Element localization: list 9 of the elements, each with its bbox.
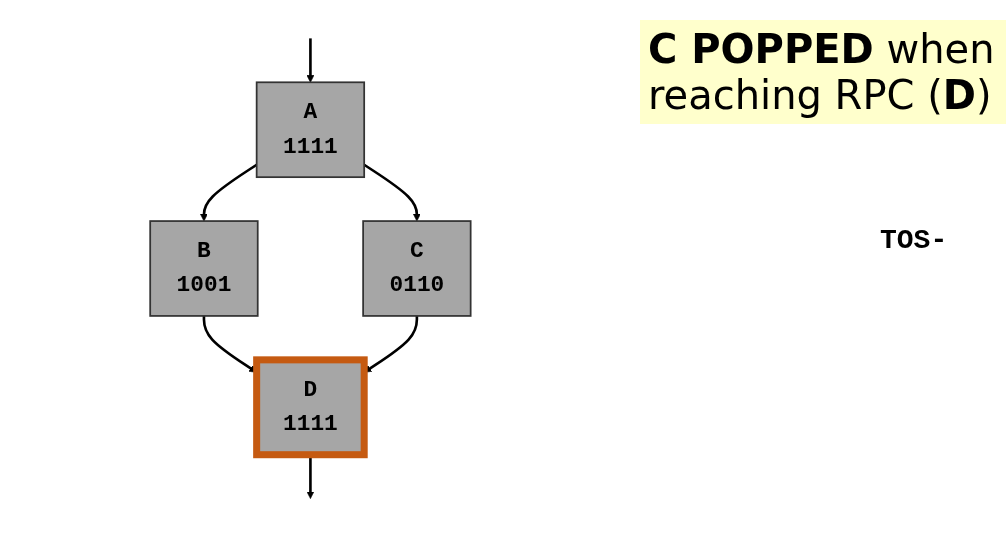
node-box: A 1111 [255,81,365,179]
arrow [363,163,421,222]
node-box: C 0110 [361,220,472,317]
arrow [199,163,257,222]
node-box: B 1001 [148,220,259,317]
label: TOS- [880,225,948,256]
node-box: D 1111 [252,356,368,459]
note: C POPPED when reaching RPC (D) [640,20,1006,124]
arrow [306,38,314,83]
